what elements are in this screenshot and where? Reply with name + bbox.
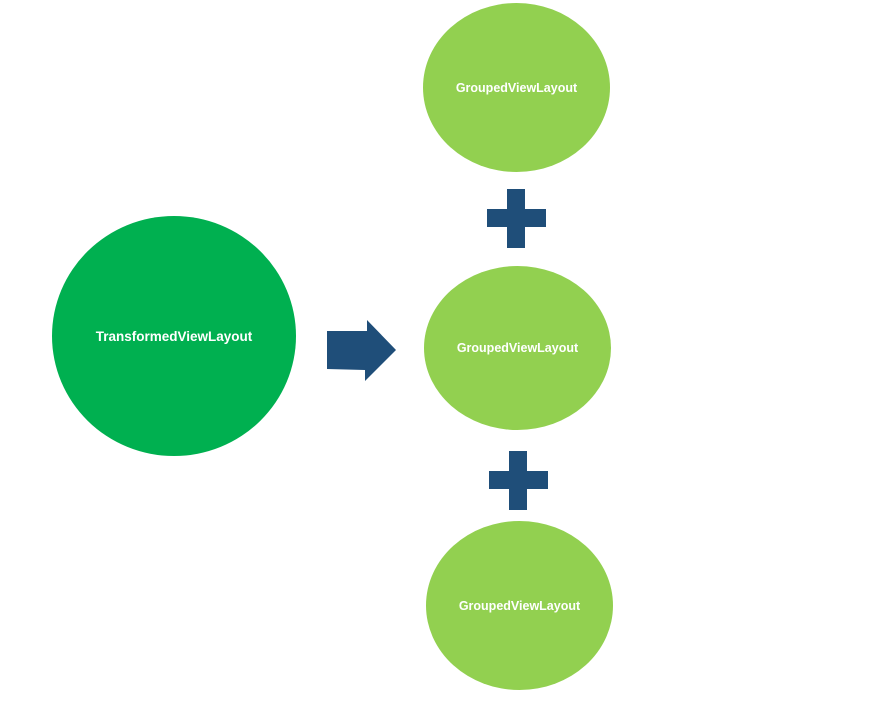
plus-icon xyxy=(489,451,548,510)
grouped-view-layout-node-1: GroupedViewLayout xyxy=(423,3,610,172)
grouped-view-layout-label-3: GroupedViewLayout xyxy=(458,598,581,613)
transformed-view-layout-label: TransformedViewLayout xyxy=(95,328,253,344)
grouped-view-layout-node-3: GroupedViewLayout xyxy=(426,521,613,690)
grouped-view-layout-node-2: GroupedViewLayout xyxy=(424,266,611,430)
right-arrow-shape xyxy=(327,320,396,381)
grouped-view-layout-label-1: GroupedViewLayout xyxy=(455,80,578,95)
transformed-view-layout-node: TransformedViewLayout xyxy=(52,216,296,456)
right-arrow-icon xyxy=(327,320,396,381)
plus-shape-1 xyxy=(487,189,546,248)
grouped-view-layout-label-2: GroupedViewLayout xyxy=(456,341,579,355)
plus-icon xyxy=(487,189,546,248)
plus-shape-2 xyxy=(489,451,548,510)
